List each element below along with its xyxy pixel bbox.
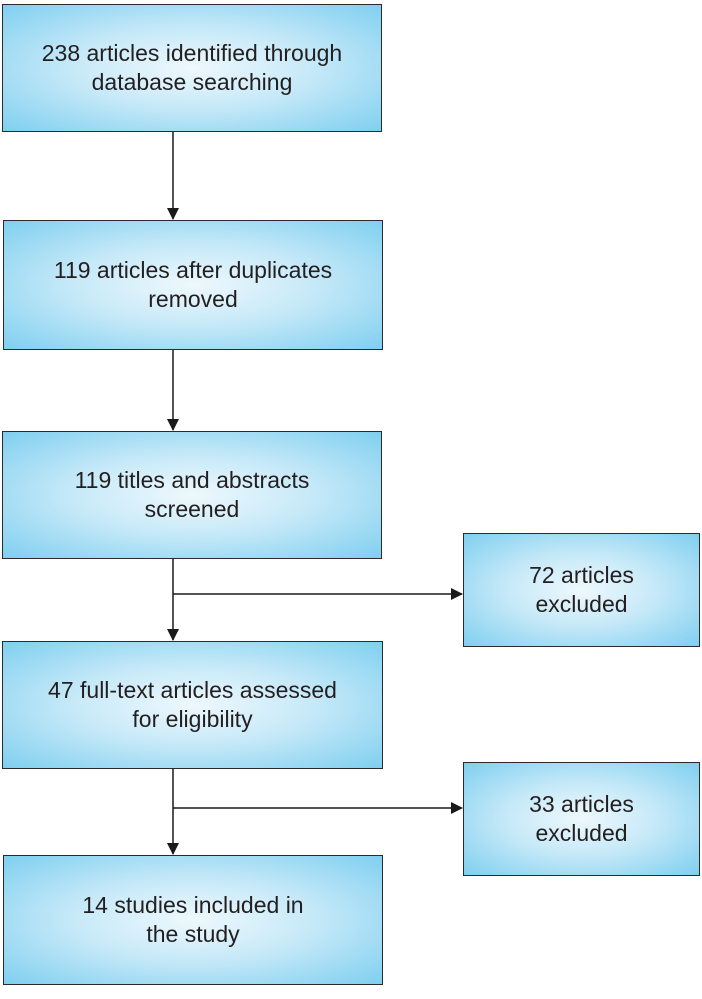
step-screened-box: 119 titles and abstracts screened — [2, 431, 382, 559]
exclusion-33-box: 33 articles excluded — [463, 762, 700, 876]
step-eligibility-box: 47 full-text articles assessed for eligi… — [2, 641, 383, 769]
step-identified-box: 238 articles identified through database… — [2, 4, 382, 132]
step-duplicates-removed-box: 119 articles after duplicates removed — [3, 220, 383, 350]
exclusion-72-box: 72 articles excluded — [463, 533, 700, 647]
step-included-box: 14 studies included in the study — [3, 855, 383, 985]
